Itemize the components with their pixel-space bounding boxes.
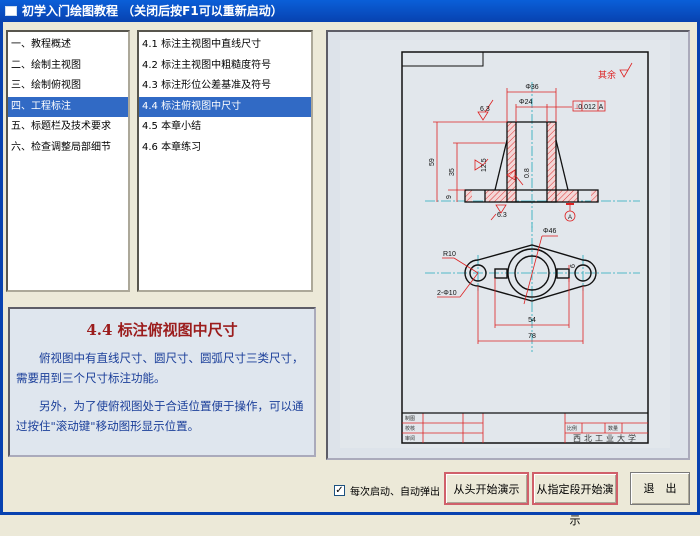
svg-text:⊥: ⊥ (574, 104, 580, 111)
svg-text:A: A (599, 104, 604, 111)
section-item[interactable]: 4.6 本章练习 (142, 141, 202, 153)
drawing-frame (401, 51, 649, 444)
auto-popup-label: 每次启动、自动弹出 (350, 487, 440, 498)
svg-text:35: 35 (449, 168, 456, 176)
title-bar: 初学入门绘图教程 （关闭后按F1可以重新启动） (0, 0, 700, 22)
chapter-item[interactable]: 六、检查调整局部细节 (11, 141, 111, 153)
chapter-item[interactable]: 五、标题栏及技术要求 (11, 121, 111, 132)
start-from-section-button[interactable]: 从指定段开始演示 (532, 472, 618, 527)
section-item[interactable]: 4.1 标注主视图中直线尺寸 (142, 39, 262, 50)
svg-text:R10: R10 (443, 251, 456, 258)
section-list[interactable]: 4.1 标注主视图中直线尺寸 4.2 标注主视图中粗糙度符号 4.3 标注形位公差基… (137, 30, 313, 292)
front-dimensions (433, 62, 633, 222)
info-title: 4.4 标注俯视图中尺寸 (86, 321, 238, 339)
svg-text:0.8: 0.8 (524, 168, 531, 178)
section-item[interactable]: 4.2 标注主视图中粗糙度符号 (142, 59, 272, 71)
svg-text:Φ36: Φ36 (525, 84, 538, 91)
svg-text:其余: 其余 (598, 69, 616, 80)
svg-text:54: 54 (528, 317, 536, 324)
svg-text:比例: 比例 (567, 425, 577, 432)
svg-text:6.3: 6.3 (480, 106, 490, 113)
top-labels: Φ46 R10 2-Φ10 6 54 78 (437, 228, 577, 340)
svg-text:12.5: 12.5 (481, 158, 488, 172)
chapter-item[interactable]: 三、绘制俯视图 (11, 80, 81, 91)
info-panel: 4.4 标注俯视图中尺寸 俯视图中有直线尺寸、圆尺寸、圆弧尺寸三类尺寸，需要用到… (8, 307, 316, 457)
svg-text:Φ46: Φ46 (543, 228, 556, 235)
svg-text:A: A (568, 215, 572, 221)
app-icon (5, 6, 17, 16)
svg-text:6: 6 (570, 264, 577, 268)
chapter-list[interactable]: 一、教程概述二、绘制主视图三、绘制俯视图四、工程标注五、标题栏及技术要求六、检查… (6, 30, 130, 292)
window-title: 初学入门绘图教程 （关闭后按F1可以重新启动） (22, 4, 283, 18)
svg-text:数量: 数量 (608, 425, 618, 432)
svg-text:审阅: 审阅 (405, 435, 415, 442)
chapter-item[interactable]: 一、教程概述 (11, 39, 71, 50)
center-lines (425, 82, 640, 352)
svg-text:2-Φ10: 2-Φ10 (437, 290, 457, 297)
section-item[interactable]: 4.3 标注形位公差基准及符号 (142, 80, 272, 91)
checkbox-tick[interactable]: ✓ (334, 485, 345, 496)
svg-text:Φ24: Φ24 (519, 99, 532, 106)
front-labels: Φ36 Φ24 0.012 ⊥ A 6.3 12.5 0.8 6.3 59 35… (429, 69, 616, 221)
section-item[interactable]: 4.4 标注俯视图中尺寸 (139, 96, 311, 117)
exit-button[interactable]: 退 出 (630, 472, 690, 505)
start-from-beginning-button[interactable]: 从头开始演示 (444, 472, 529, 505)
front-view (464, 121, 599, 203)
svg-text:0.012: 0.012 (578, 104, 596, 111)
chapter-item[interactable]: 二、绘制主视图 (11, 59, 81, 71)
paper-sheet (340, 40, 670, 448)
auto-popup-checkbox[interactable]: ✓ 每次启动、自动弹出 (334, 483, 440, 498)
svg-text:西北工业大学: 西北工业大学 (573, 433, 639, 443)
top-dimensions (437, 235, 584, 344)
info-paragraph-2: 另外，为了使俯视图处于合适位置便于操作，可以通过按住"滚动键"移动图形显示位置。 (16, 399, 304, 433)
svg-text:59: 59 (429, 158, 436, 166)
svg-text:6.3: 6.3 (497, 212, 507, 219)
info-paragraph-1: 俯视图中有直线尺寸、圆尺寸、圆弧尺寸三类尺寸，需要用到三个尺寸标注功能。 (16, 351, 304, 385)
svg-text:制图: 制图 (405, 415, 415, 422)
chapter-item[interactable]: 四、工程标注 (8, 96, 128, 117)
svg-text:9: 9 (446, 195, 453, 199)
svg-text:78: 78 (528, 333, 536, 340)
section-item[interactable]: 4.5 本章小结 (142, 121, 202, 132)
svg-text:校核: 校核 (405, 425, 415, 432)
drawing-canvas[interactable]: Φ36 Φ24 0.012 ⊥ A 6.3 12.5 0.8 6.3 59 35… (326, 30, 690, 460)
